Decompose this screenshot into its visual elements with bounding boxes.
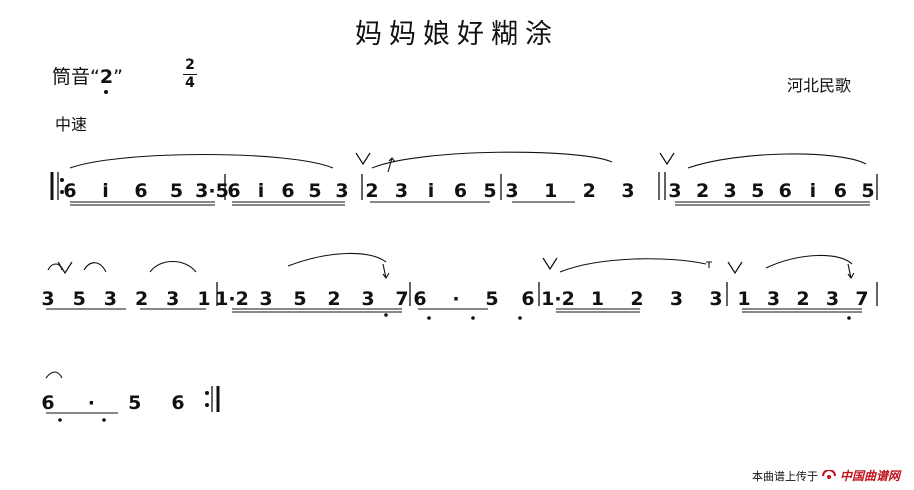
note-token: 2 bbox=[630, 288, 643, 310]
breath-marks bbox=[57, 152, 743, 275]
note-token: 2 bbox=[696, 180, 709, 202]
note-token: 3 bbox=[395, 180, 408, 202]
note-token: 6 bbox=[413, 288, 426, 310]
note-token: 6 bbox=[521, 288, 534, 310]
meter-divider bbox=[183, 74, 197, 75]
note-token: 3 bbox=[41, 288, 54, 310]
note-token: 6 bbox=[134, 180, 147, 202]
note-token: 5 bbox=[293, 288, 306, 310]
note-token: 1 bbox=[591, 288, 604, 310]
note-token: 6 bbox=[779, 180, 792, 202]
note-token: 2 bbox=[135, 288, 148, 310]
note-token: 5 bbox=[73, 288, 86, 310]
note-token: 1 bbox=[737, 288, 750, 310]
note-token: 3 bbox=[668, 180, 681, 202]
note-token: 1 bbox=[544, 180, 557, 202]
note-token: 3 bbox=[335, 180, 348, 202]
note-token: 6 bbox=[63, 180, 76, 202]
site-name[interactable]: 中国曲谱网 bbox=[839, 469, 900, 483]
time-signature: 2 4 bbox=[183, 58, 197, 91]
note-token: 3 bbox=[670, 288, 683, 310]
note-token: 5 bbox=[861, 180, 874, 202]
note-token: 5 bbox=[751, 180, 764, 202]
octave-dots bbox=[58, 313, 851, 422]
note-token: 6 bbox=[41, 392, 54, 414]
note-token: 7 bbox=[395, 288, 408, 310]
key-suffix: ” bbox=[113, 66, 123, 88]
ornament-arrows bbox=[382, 157, 855, 279]
note-token: 3 bbox=[826, 288, 839, 310]
note-token: 2 bbox=[365, 180, 378, 202]
note-token: 3 bbox=[259, 288, 272, 310]
upload-label: 本曲谱上传于 bbox=[751, 469, 818, 483]
note-token: · bbox=[452, 288, 459, 310]
meter-top: 2 bbox=[185, 57, 195, 73]
note-token: 5 bbox=[170, 180, 183, 202]
note-token: 3 bbox=[104, 288, 117, 310]
underlines bbox=[46, 201, 870, 414]
meter-bottom: 4 bbox=[185, 75, 195, 91]
note-token: i bbox=[810, 180, 817, 202]
score-title: 妈妈娘好糊涂 bbox=[355, 19, 559, 50]
barlines bbox=[50, 172, 878, 412]
note-token: 3 bbox=[505, 180, 518, 202]
note-token: 1 bbox=[197, 288, 210, 310]
note-token: 5 bbox=[308, 180, 321, 202]
note-token: 3 bbox=[361, 288, 374, 310]
note-token: · bbox=[88, 392, 95, 414]
note-token: 6 bbox=[454, 180, 467, 202]
key-note: 2 bbox=[99, 66, 114, 94]
note-token: 2 bbox=[583, 180, 596, 202]
note-token: 6 bbox=[834, 180, 847, 202]
note-token: 1·2 bbox=[215, 288, 249, 310]
key-signature: 筒音“2” bbox=[52, 62, 123, 94]
note-token: 3 bbox=[166, 288, 179, 310]
note-token: 3·5 bbox=[195, 180, 229, 202]
note-token: 5 bbox=[128, 392, 141, 414]
note-token: 2 bbox=[327, 288, 340, 310]
note-token: 6 bbox=[227, 180, 240, 202]
note-token: 3 bbox=[709, 288, 722, 310]
site-logo-icon bbox=[821, 469, 836, 479]
note-token: i bbox=[102, 180, 109, 202]
repeat-dots bbox=[60, 178, 209, 407]
song-origin: 河北民歌 bbox=[787, 76, 852, 95]
footer-credit: 本曲谱上传于 中国曲谱网 bbox=[752, 467, 900, 484]
note-token: 3 bbox=[767, 288, 780, 310]
note-token: 1·2 bbox=[541, 288, 575, 310]
key-prefix: 筒音“ bbox=[52, 66, 100, 88]
note-token: 6 bbox=[281, 180, 294, 202]
note-token: 2 bbox=[796, 288, 809, 310]
note-token: 6 bbox=[171, 392, 184, 414]
note-token: 3 bbox=[621, 180, 634, 202]
note-token: 3 bbox=[723, 180, 736, 202]
note-token: 5 bbox=[485, 288, 498, 310]
tempo-marking: 中速 bbox=[55, 115, 88, 134]
note-token: i bbox=[258, 180, 265, 202]
note-token: i bbox=[428, 180, 435, 202]
note-token: 5 bbox=[483, 180, 496, 202]
note-token: 7 bbox=[855, 288, 868, 310]
